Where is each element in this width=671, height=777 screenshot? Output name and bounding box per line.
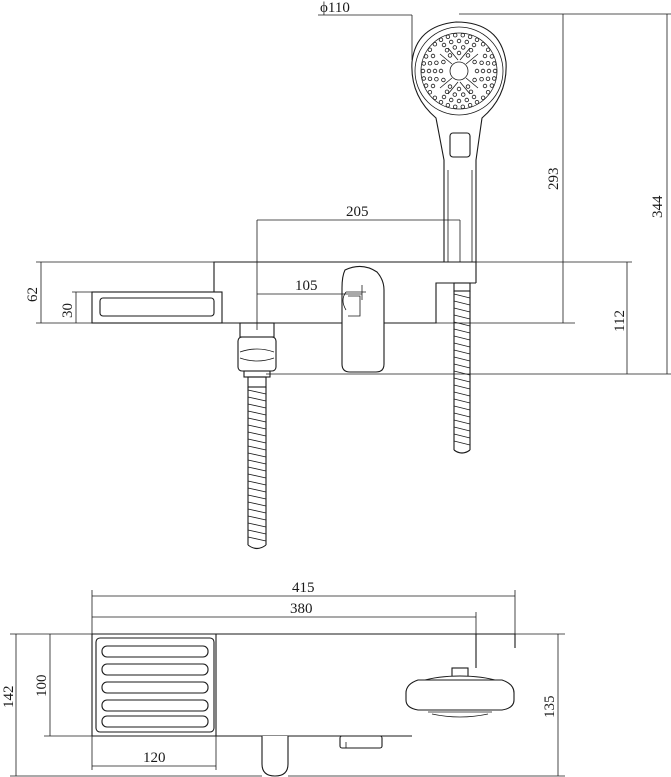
shelf-top [95,637,215,733]
dim-62: 62 [25,261,214,324]
dim-label-120: 120 [143,750,166,766]
dim-label-380: 380 [290,601,313,617]
lever-handle [341,265,385,373]
dim-label-112: 112 [612,310,628,332]
dim-phi110: ϕ110 [318,0,413,60]
dim-344: 344 [575,13,671,374]
dim-label-415: 415 [292,580,315,596]
lever-top [261,736,289,777]
dim-label-344: 344 [650,195,666,218]
dim-label-30: 30 [60,303,76,318]
dim-label-100: 100 [34,675,50,698]
dim-112: 112 [266,261,671,375]
dim-100: 100 [34,634,92,737]
dim-135: 135 [288,633,565,777]
dim-380: 380 [92,601,477,634]
dim-label-293: 293 [546,168,562,191]
mixer-body [91,261,477,324]
top-view: 415 380 142 100 120 135 [1,580,565,777]
dim-label-135: 135 [542,696,558,719]
dim-label-205: 205 [346,204,369,220]
spray-nozzles [420,33,498,109]
dim-105: 105 [257,278,363,300]
dim-142: 142 [1,633,262,777]
hand-shower [411,21,507,263]
dim-label-105: 105 [295,278,318,294]
dim-415: 415 [91,580,516,634]
dim-label-142: 142 [1,686,17,709]
dim-205: 205 [256,204,461,330]
inlet-connector [237,322,277,550]
shower-hose-right [453,282,471,454]
dim-label-62: 62 [25,287,41,302]
dim-293: 293 [436,13,575,324]
dim-30: 30 [60,291,92,323]
dim-label-phi110: ϕ110 [320,0,350,16]
front-view: ϕ110 205 105 293 344 [25,0,671,550]
shower-head-top [405,667,515,718]
dim-120: 120 [91,736,217,770]
